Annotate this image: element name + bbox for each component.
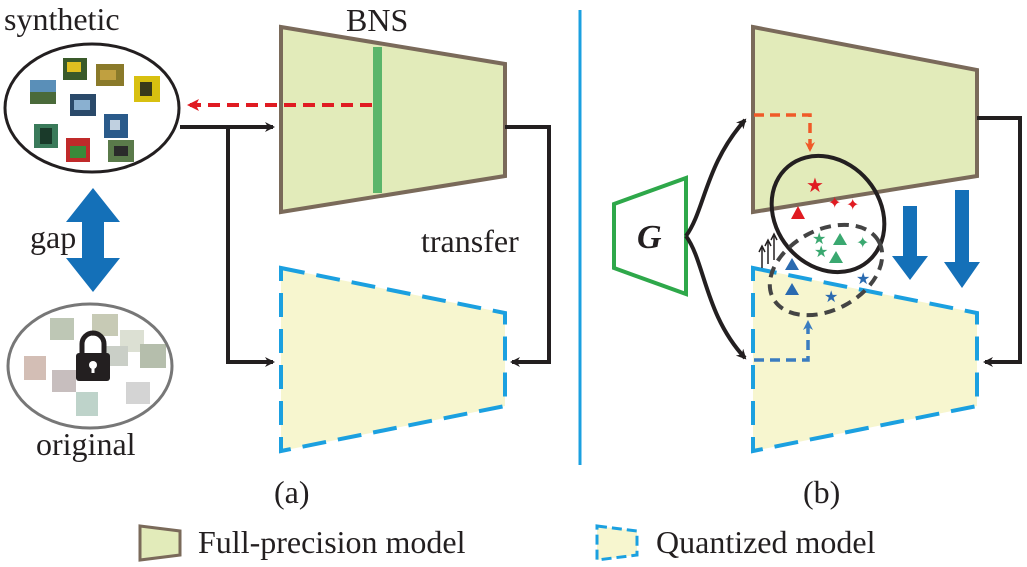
star-marker: ★	[812, 229, 826, 248]
panel-b-label: (b)	[803, 474, 840, 510]
legend: Full-precision model Quantized model	[138, 524, 876, 562]
synthetic-data-cluster	[3, 42, 181, 174]
original-label: original	[36, 426, 136, 462]
diamond-marker: ✦	[846, 195, 859, 214]
quantized-swatch	[595, 524, 639, 562]
generator-label: G	[637, 219, 662, 256]
star-marker: ★	[824, 287, 838, 306]
lock-icon	[76, 330, 110, 381]
image-thumbnail-icon	[30, 58, 160, 162]
quantized-model-a	[279, 265, 507, 454]
bns-layer	[373, 47, 382, 193]
panel-b: G ★ ✦ ✦ ★ ✦ ★	[612, 24, 1022, 510]
triangle-marker	[785, 258, 799, 270]
legend-quantized: Quantized model	[595, 524, 876, 562]
legend-quantized-label: Quantized model	[656, 524, 876, 560]
small-up-arrows	[758, 232, 778, 268]
star-marker: ★	[814, 242, 828, 261]
gap-arrow	[66, 188, 120, 292]
connectors-b	[684, 113, 1022, 367]
diamond-marker: ✦	[856, 233, 869, 252]
full-precision-swatch	[138, 524, 182, 562]
synthetic-label: synthetic	[4, 1, 120, 37]
star-marker: ★	[806, 173, 824, 197]
triangle-marker	[791, 206, 805, 219]
bns-label: BNS	[346, 2, 408, 38]
panel-a-label: (a)	[274, 474, 310, 510]
alignment-arrows	[892, 190, 980, 288]
legend-full-precision-label: Full-precision model	[198, 524, 466, 560]
panel-a: synthetic gap	[3, 1, 551, 510]
diamond-marker: ✦	[828, 193, 841, 212]
legend-full-precision: Full-precision model	[138, 524, 466, 562]
triangle-marker	[785, 283, 799, 295]
triangle-marker	[829, 251, 843, 263]
generator-block	[612, 175, 688, 297]
transfer-label: transfer	[421, 223, 519, 259]
full-precision-model-b	[751, 24, 979, 215]
triangle-marker	[833, 233, 847, 245]
full-precision-model-a	[279, 24, 507, 215]
feature-distributions: ★ ✦ ✦ ★ ✦ ★ ★ ★	[758, 153, 887, 318]
gap-label: gap	[30, 219, 76, 255]
connectors-a	[180, 99, 551, 367]
star-marker: ★	[856, 269, 870, 288]
original-data-cluster	[6, 302, 174, 430]
image-thumbnail-icon	[24, 314, 166, 416]
